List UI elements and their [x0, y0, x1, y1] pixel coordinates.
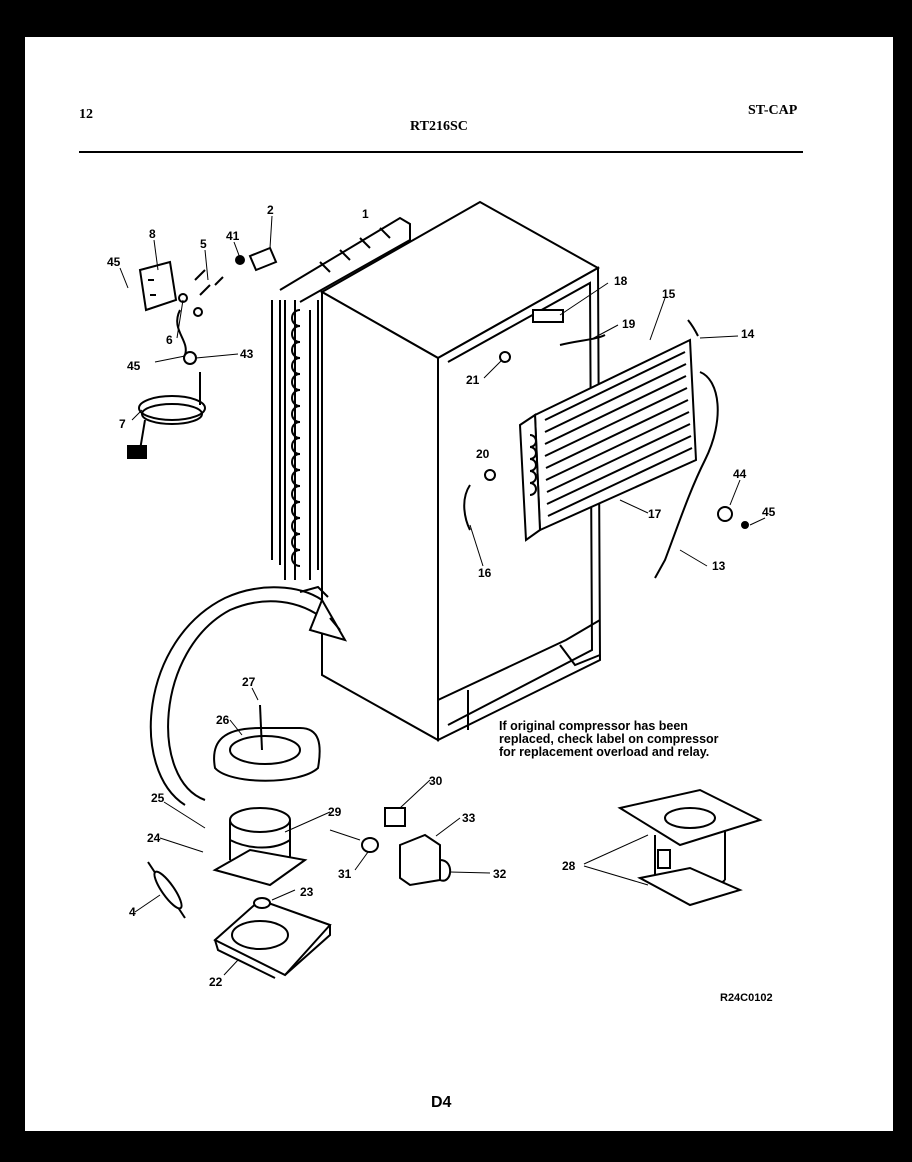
callout-16: 16	[478, 566, 492, 580]
callout-4: 4	[129, 905, 136, 919]
callout-30: 30	[429, 774, 443, 788]
drier	[148, 862, 186, 918]
bracket	[140, 262, 176, 310]
callout-15: 15	[662, 287, 676, 301]
callout-29: 29	[328, 805, 342, 819]
callout-14: 14	[741, 327, 755, 341]
drain-pan	[214, 705, 320, 781]
callout-13: 13	[712, 559, 726, 573]
callout-43: 43	[240, 347, 254, 361]
condenser-coil	[272, 218, 410, 580]
misc-parts-right	[464, 310, 748, 530]
section-label: ST-CAP	[748, 103, 798, 118]
callout-45-a: 45	[107, 255, 121, 269]
model-number: RT216SC	[410, 119, 468, 134]
callout-32: 32	[493, 867, 507, 881]
page-number: 12	[79, 107, 93, 122]
callout-7: 7	[119, 417, 126, 431]
power-cord	[128, 372, 205, 458]
callout-6: 6	[166, 333, 173, 347]
callout-17: 17	[648, 507, 662, 521]
callout-27: 27	[242, 675, 256, 689]
cabinet	[322, 202, 600, 740]
callout-31: 31	[338, 867, 352, 881]
compressor-note: If original compressor has been replaced…	[499, 719, 719, 759]
callout-2: 2	[267, 203, 274, 217]
callout-33: 33	[462, 811, 476, 825]
callout-41: 41	[226, 229, 240, 243]
callout-22: 22	[209, 975, 223, 989]
relay-overload	[362, 808, 450, 885]
callout-45-b: 45	[127, 359, 141, 373]
callout-23: 23	[300, 885, 314, 899]
leader-lines	[120, 216, 765, 975]
callout-labels: 1 2 4 5 6 7 8 13 14 15 16 17 18 19 20 21…	[107, 203, 776, 989]
callout-25: 25	[151, 791, 165, 805]
callout-1: 1	[362, 207, 369, 221]
compressor	[215, 808, 305, 885]
evaporator	[520, 340, 718, 578]
routing-arrow	[151, 587, 345, 805]
callout-21: 21	[466, 373, 480, 387]
callout-45-c: 45	[762, 505, 776, 519]
callout-44: 44	[733, 467, 747, 481]
callout-19: 19	[622, 317, 636, 331]
header-rule	[79, 151, 803, 153]
callout-28: 28	[562, 859, 576, 873]
callout-26: 26	[216, 713, 230, 727]
small-parts-upper-left	[177, 248, 276, 364]
callout-18: 18	[614, 274, 628, 288]
alternate-compressor	[620, 790, 760, 905]
diagram-code: R24C0102	[720, 992, 773, 1004]
page-code: D4	[431, 1094, 452, 1111]
callout-20: 20	[476, 447, 490, 461]
compressor-base	[215, 898, 330, 978]
callout-5: 5	[200, 237, 207, 251]
callout-24: 24	[147, 831, 161, 845]
callout-8: 8	[149, 227, 156, 241]
